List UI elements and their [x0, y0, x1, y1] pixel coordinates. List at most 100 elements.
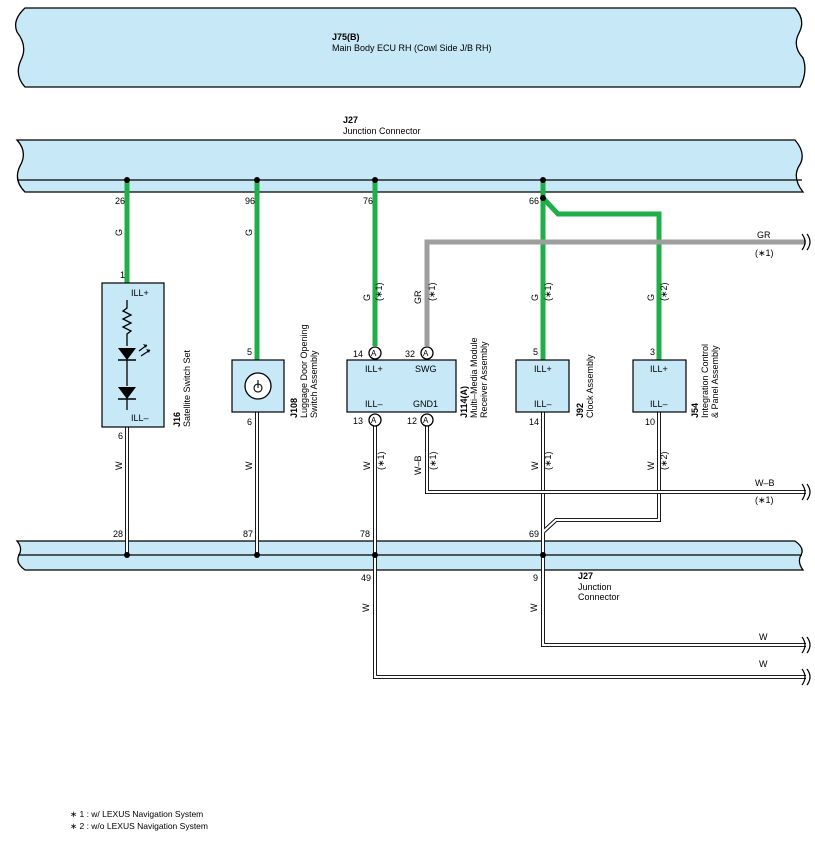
j92-pin-top: 5	[533, 347, 538, 357]
ecu-name: Main Body ECU RH (Cowl Side J/B RH)	[332, 43, 492, 53]
pin-bottom-78: 78	[360, 529, 370, 539]
wire-w-group	[125, 412, 806, 679]
j114-label-gnd1: GND1	[413, 399, 438, 409]
ecu-banner-j75	[14, 7, 806, 88]
pin-bottom-69: 69	[529, 529, 539, 539]
j114-pin-swg: 32	[405, 349, 415, 359]
j16-label-bottom: ILL–	[131, 413, 149, 423]
j114-pin-ill-minus: 13	[353, 416, 363, 426]
j114-conn-a-1: A	[371, 349, 377, 358]
wire-label-wb-right: W–B	[755, 478, 775, 488]
j108-name-2: Switch Assembly	[309, 350, 319, 418]
junction-top-code: J27	[343, 115, 358, 125]
j114-name-1: Multi–Media Module	[469, 337, 479, 418]
j54-pin-bottom: 10	[645, 417, 655, 427]
j16-code: J16	[172, 412, 182, 427]
j92-label-bottom: ILL–	[534, 399, 552, 409]
note-g-4: (∗1)	[543, 282, 553, 301]
j92-code: J92	[575, 403, 585, 418]
pin-lower-49: 49	[361, 573, 371, 583]
wire-label-g-4: G	[530, 294, 540, 301]
j54-pin-top: 3	[650, 347, 655, 357]
wire-label-w-6: W	[361, 603, 371, 612]
wire-label-w-right-1: W	[759, 632, 768, 642]
junction-top-name: Junction Connector	[343, 126, 421, 136]
splice-dots	[124, 177, 546, 558]
component-j108	[231, 359, 285, 413]
wire-end-marks	[801, 233, 811, 686]
wire-label-gr: GR	[413, 290, 423, 304]
component-j16	[101, 282, 165, 428]
j16-pin-bottom: 6	[118, 431, 123, 441]
j108-pin-top: 5	[247, 347, 252, 357]
wire-label-g-5: G	[646, 294, 656, 301]
note-g-5: (∗2)	[659, 282, 669, 301]
wire-label-g-1: G	[114, 229, 124, 236]
pin-top-66: 66	[529, 196, 539, 206]
note-wb-right: (∗1)	[755, 495, 774, 505]
junction-bar-bottom	[15, 540, 805, 571]
note-w-5: (∗2)	[659, 451, 669, 470]
pin-top-96: 96	[245, 196, 255, 206]
note-w-3: (∗1)	[376, 451, 386, 470]
junction-bottom-name-1: Junction	[578, 582, 612, 592]
j54-name-2: & Panel Assembly	[710, 345, 720, 418]
j114-pin-ill-plus: 14	[353, 349, 363, 359]
junction-bottom-code: J27	[578, 571, 593, 581]
j92-name: Clock Assembly	[585, 354, 595, 418]
wire-label-g-2: G	[244, 229, 254, 236]
pin-bottom-87: 87	[243, 529, 253, 539]
j54-code: J54	[690, 403, 700, 418]
component-j54	[632, 359, 687, 413]
wire-label-w-right-2: W	[759, 659, 768, 669]
wire-wb	[425, 420, 806, 494]
note-g-3: (∗1)	[374, 282, 384, 301]
component-j114	[346, 346, 457, 427]
wire-label-gr-right: GR	[757, 230, 771, 240]
wire-label-w-1: W	[114, 461, 124, 470]
note-w-4: (∗1)	[543, 451, 553, 470]
footnote-2: ∗ 2 : w/o LEXUS Navigation System	[70, 821, 208, 831]
pin-top-26: 26	[115, 196, 125, 206]
j54-label-top: ILL+	[650, 364, 668, 374]
j108-name-1: Luggage Door Opening	[299, 324, 309, 418]
j54-name-1: Integration Control	[700, 344, 710, 418]
j114-label-ill-minus: ILL–	[365, 399, 383, 409]
j16-label-top: ILL+	[131, 288, 149, 298]
j114-conn-a-3: A	[371, 416, 377, 425]
pin-bottom-28: 28	[113, 529, 123, 539]
wire-label-w-2: W	[244, 461, 254, 470]
j16-name: Satellite Switch Set	[182, 349, 192, 427]
component-j92	[515, 359, 570, 413]
junction-bottom-name-2: Connector	[578, 592, 620, 602]
j114-pin-gnd1: 12	[407, 416, 417, 426]
wire-g-group	[124, 180, 662, 360]
j92-label-top: ILL+	[534, 364, 552, 374]
note-gr: (∗1)	[427, 282, 437, 301]
ecu-code: J75(B)	[332, 32, 360, 42]
footnote-1: ∗ 1 : w/ LEXUS Navigation System	[70, 809, 204, 819]
j16-pin-top: 1	[120, 270, 125, 280]
note-wb: (∗1)	[428, 451, 438, 470]
wire-label-w-4: W	[530, 461, 540, 470]
wire-color-labels: G G G (∗1) GR (∗1) G (∗1) G (∗2) W W W (…	[114, 229, 669, 612]
pin-top-76: 76	[363, 196, 373, 206]
j54-label-bottom: ILL–	[650, 399, 668, 409]
j114-conn-a-4: A	[423, 416, 429, 425]
junction-bar-top	[15, 139, 805, 193]
wire-label-g-3: G	[362, 294, 372, 301]
j114-conn-a-2: A	[423, 349, 429, 358]
wire-label-wb: W–B	[413, 455, 423, 475]
wire-gr	[424, 239, 806, 346]
wire-label-w-5: W	[646, 461, 656, 470]
j114-label-ill-plus: ILL+	[365, 364, 383, 374]
j108-code: J108	[289, 398, 299, 418]
j114-code: J114(A)	[459, 386, 469, 418]
note-gr-right: (∗1)	[755, 248, 774, 258]
j92-pin-bottom: 14	[529, 417, 539, 427]
j114-label-swg: SWG	[415, 364, 437, 374]
footnotes: ∗ 1 : w/ LEXUS Navigation System ∗ 2 : w…	[70, 808, 208, 832]
j108-pin-bottom: 6	[247, 417, 252, 427]
wire-label-w-3: W	[362, 461, 372, 470]
